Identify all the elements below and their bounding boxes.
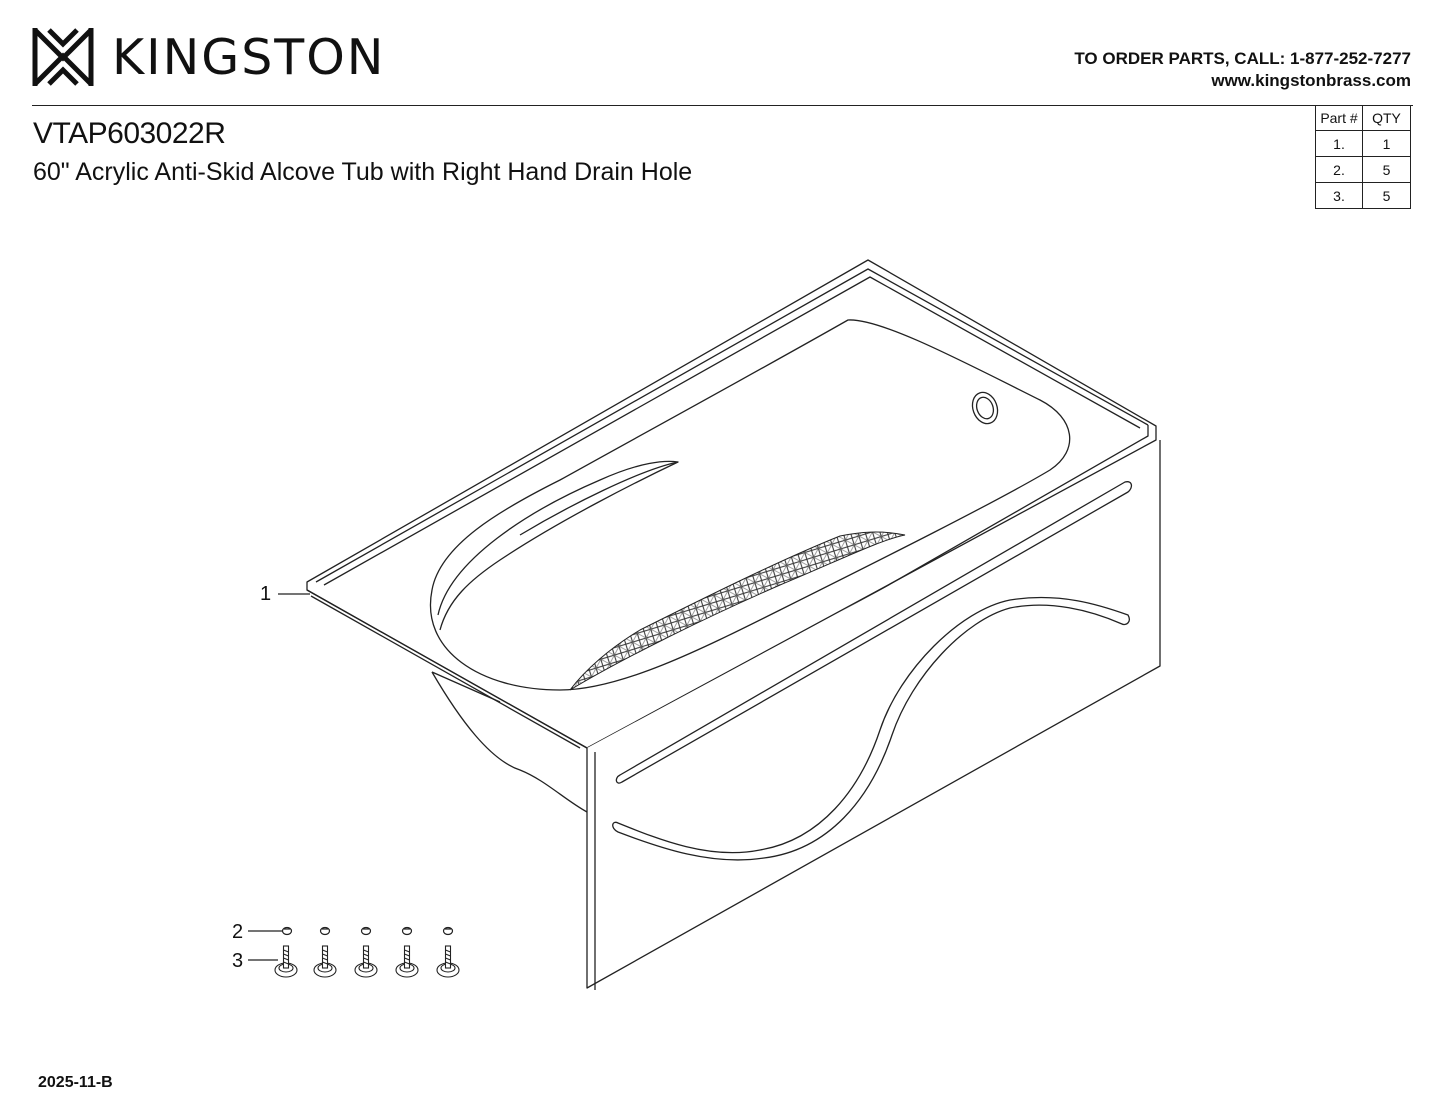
anti-skid-texture <box>569 531 906 691</box>
leveling-foot-icon <box>395 945 419 978</box>
callout-1: 1 <box>260 583 272 605</box>
leveling-foot-icon <box>354 945 378 978</box>
leveling-foot-icon <box>436 945 460 978</box>
contact-info: TO ORDER PARTS, CALL: 1-877-252-7277 www… <box>1074 48 1411 92</box>
nut-icon <box>281 926 293 936</box>
leveling-foot-icon <box>274 945 298 978</box>
nut-icon <box>319 926 331 936</box>
callout-leaders <box>248 593 310 961</box>
table-row: 1. 1 <box>1315 130 1411 157</box>
qty-cell: 5 <box>1362 182 1411 209</box>
kingston-diamond-logo-icon <box>32 28 94 86</box>
model-number: VTAP603022R <box>33 117 226 150</box>
nut-icon <box>442 926 454 936</box>
part-number-cell: 1. <box>1315 130 1363 157</box>
qty-header: QTY <box>1362 105 1411 131</box>
table-row: 3. 5 <box>1315 182 1411 209</box>
alcove-tub <box>306 259 1161 990</box>
part-number-header: Part # <box>1315 105 1363 131</box>
nut-set <box>281 926 454 936</box>
callout-2: 2 <box>232 921 244 943</box>
parts-table: Part # QTY 1. 1 2. 5 3. 5 <box>1315 105 1411 209</box>
nut-icon <box>360 926 372 936</box>
header-divider <box>32 105 1413 106</box>
revision-code: 2025-11-B <box>38 1074 113 1091</box>
part-number-cell: 3. <box>1315 182 1363 209</box>
leveling-foot-icon <box>313 945 337 978</box>
product-description: 60" Acrylic Anti-Skid Alcove Tub with Ri… <box>33 158 693 186</box>
brand-name: KINGSTON <box>112 29 386 86</box>
parts-table-header-row: Part # QTY <box>1315 105 1411 131</box>
nut-icon <box>401 926 413 936</box>
website-link[interactable]: www.kingstonbrass.com <box>1211 71 1411 90</box>
order-phone-line: TO ORDER PARTS, CALL: 1-877-252-7277 <box>1074 49 1411 68</box>
callout-3: 3 <box>232 950 244 972</box>
qty-cell: 5 <box>1362 156 1411 183</box>
qty-cell: 1 <box>1362 130 1411 157</box>
leveling-foot-set <box>274 945 460 978</box>
